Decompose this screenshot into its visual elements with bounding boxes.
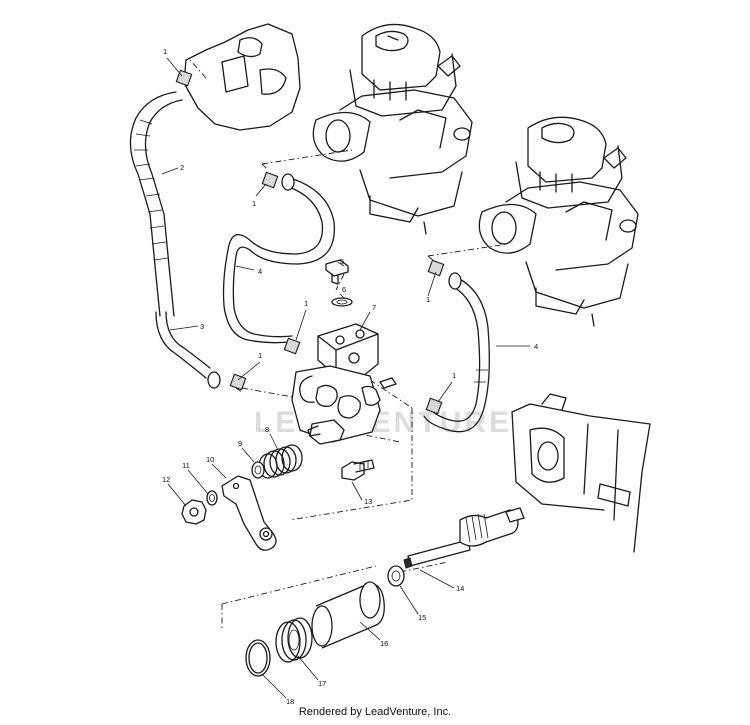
- sleeve-16: [311, 581, 385, 649]
- callout-11: 11: [182, 461, 190, 470]
- nut-12: [181, 499, 207, 525]
- callout-18: 18: [286, 697, 294, 706]
- hose-center: [222, 173, 335, 344]
- callout-4: 4: [258, 267, 262, 276]
- callout-1: 1: [426, 295, 430, 304]
- clamp-1b: [261, 171, 279, 189]
- bolt-13: [341, 459, 375, 481]
- callout-1: 1: [304, 299, 308, 308]
- crankcase: [511, 393, 651, 553]
- callout-6: 6: [342, 285, 346, 294]
- washer-6: [331, 297, 353, 307]
- o-ring-18: [245, 639, 271, 677]
- leader-lines: [161, 57, 530, 699]
- hose-left: [129, 91, 221, 389]
- callout-1: 1: [452, 371, 456, 380]
- washer-11: [206, 490, 218, 506]
- footer-credit: Rendered by LeadVenture, Inc.: [298, 706, 452, 718]
- hose-right: [423, 272, 490, 433]
- callout-4: 4: [534, 342, 538, 351]
- callout-5: 5: [340, 257, 344, 266]
- clamp-1c: [427, 259, 445, 277]
- callout-1: 1: [163, 47, 167, 56]
- carburetor-top: [183, 23, 301, 131]
- callout-2: 2: [180, 163, 184, 172]
- carburetor-upper: [312, 23, 473, 235]
- clamp-1e: [229, 373, 247, 391]
- callout-1: 1: [258, 351, 262, 360]
- callout-8: 8: [265, 425, 269, 434]
- callout-16: 16: [380, 639, 388, 648]
- callout-3: 3: [200, 322, 204, 331]
- carburetor-right: [478, 116, 639, 327]
- clamp-1d: [283, 337, 301, 355]
- washer-15: [387, 565, 405, 587]
- callout-numbers: 1 2 1 4 5 6 7 1 3 1 8 9 10 11 12 13 1 1 …: [162, 47, 538, 706]
- callout-9: 9: [238, 439, 242, 448]
- clamp-1a: [175, 69, 193, 87]
- callout-15: 15: [418, 613, 426, 622]
- callout-17: 17: [318, 679, 326, 688]
- seal-17: [275, 617, 313, 663]
- callout-13: 13: [364, 497, 372, 506]
- shaft-14: [403, 507, 525, 569]
- spring-8: [258, 444, 303, 479]
- callout-10: 10: [206, 455, 214, 464]
- lever-10: [221, 475, 277, 551]
- screw-5: [325, 259, 349, 285]
- callout-1: 1: [252, 199, 256, 208]
- callout-12: 12: [162, 475, 170, 484]
- watermark: LEADVENTURE: [254, 318, 509, 439]
- hose-clamps: [175, 69, 445, 415]
- callout-7: 7: [372, 303, 376, 312]
- callout-14: 14: [456, 584, 464, 593]
- clamp-1f: [425, 397, 443, 415]
- fuel-pump: [291, 323, 397, 445]
- washer-9: [251, 461, 265, 479]
